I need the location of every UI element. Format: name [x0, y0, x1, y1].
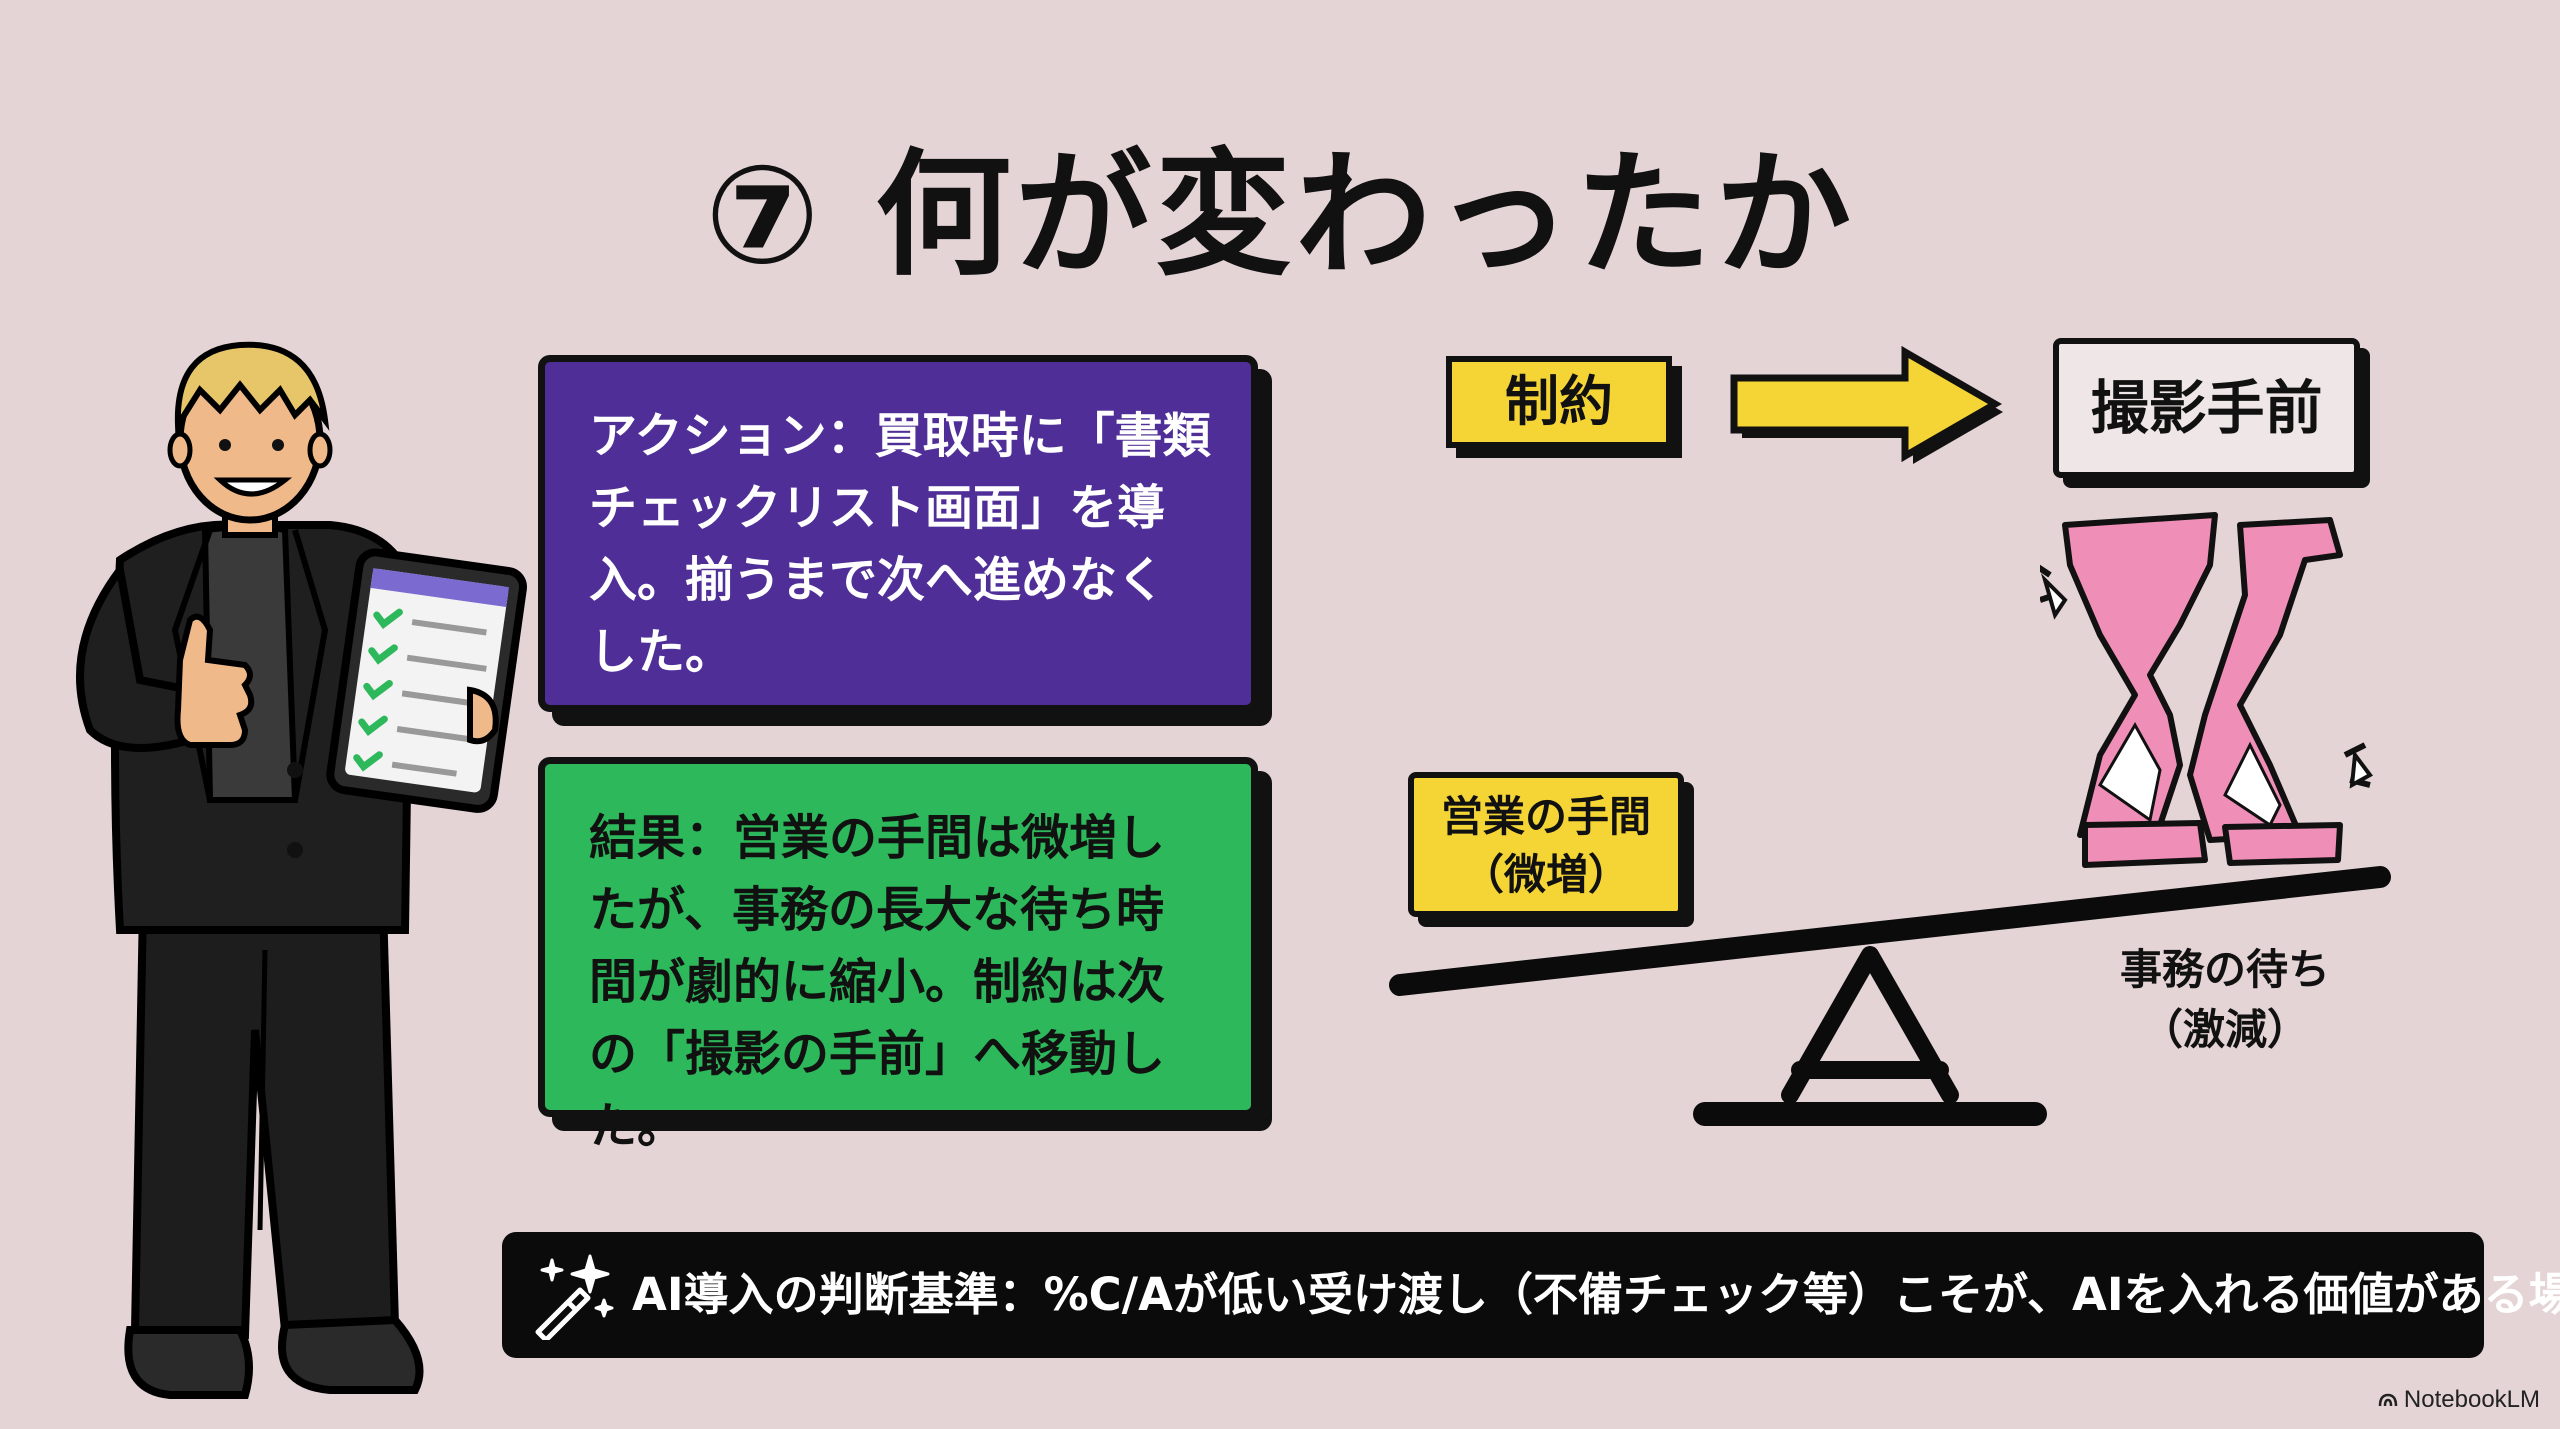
office-wait-subtext: （激減） — [2140, 1005, 2309, 1054]
seesaw-icon — [1389, 866, 2391, 1126]
magic-wand-icon — [535, 1254, 614, 1340]
arrow-right-icon — [1730, 345, 2003, 464]
sales-effort-sublabel: （微増） — [1461, 850, 1630, 899]
office-wait-text: 事務の待ち — [2119, 945, 2330, 994]
office-wait-label: 事務の待ち （激減） — [2070, 940, 2380, 1060]
action-card: アクション：買取時に「書類チェックリスト画面」を導入。揃うまで次へ進めなくした。 — [538, 355, 1258, 712]
sales-effort-tag: 営業の手間 （微増） — [1408, 772, 1684, 917]
criteria-banner: AI導入の判断基準：%C/Aが低い受け渡し（不備チェック等）こそが、AIを入れる… — [502, 1232, 2560, 1358]
result-card: 結果：営業の手間は微増したが、事務の長大な待ち時間が劇的に縮小。制約は次の「撮影… — [538, 757, 1258, 1154]
constraint-tag: 制約 — [1446, 356, 1672, 448]
notebooklm-brand: NotebookLM — [2378, 1386, 2540, 1414]
before-shooting-tag: 撮影手前 — [2053, 338, 2360, 478]
notebooklm-logo-icon — [2378, 1393, 2398, 1407]
broken-hourglass-icon — [2040, 512, 2373, 868]
brand-text: NotebookLM — [2403, 1386, 2540, 1413]
person-with-tablet-illustration — [76, 341, 527, 1399]
sales-effort-label: 営業の手間 — [1440, 792, 1651, 841]
page-title: ⑦ 何が変わったか — [704, 137, 1856, 295]
